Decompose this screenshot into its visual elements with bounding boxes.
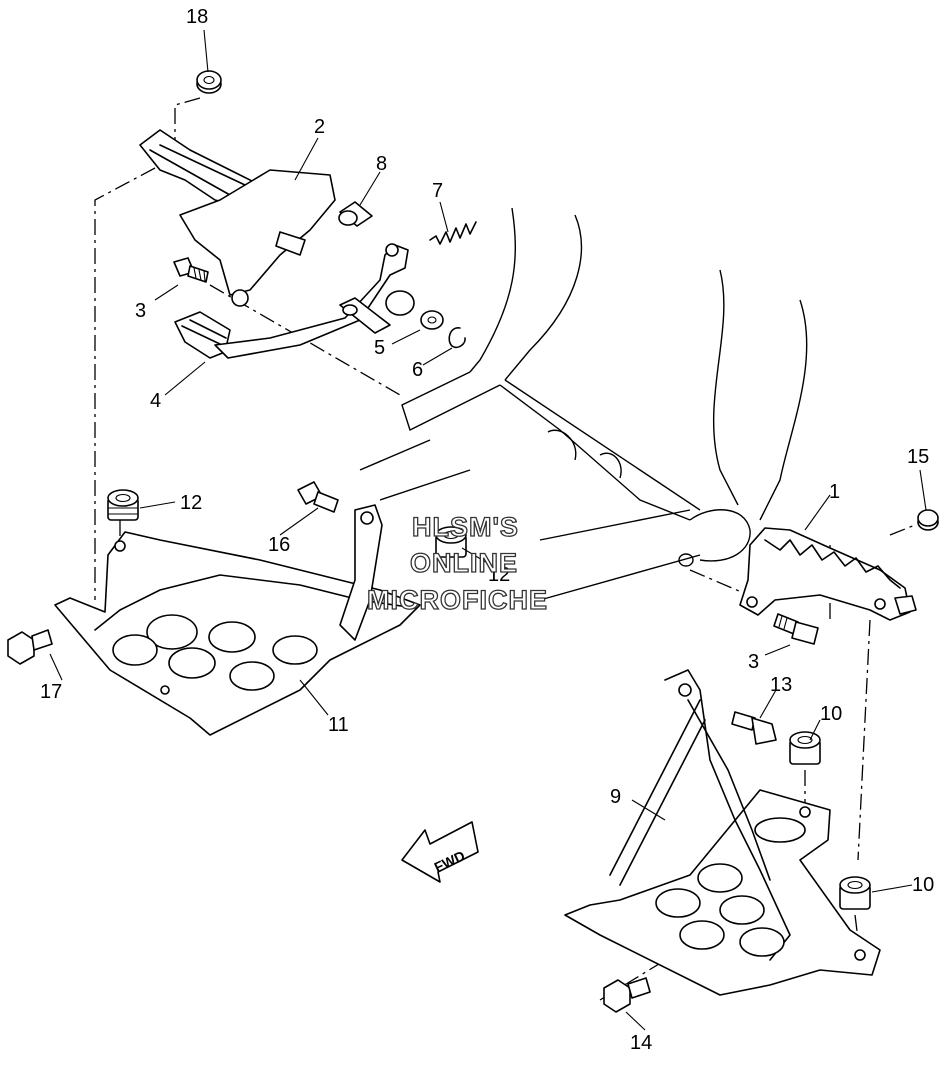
part-7-spring — [429, 221, 477, 245]
part-2-footrest-bracket — [139, 129, 336, 307]
callout-2: 2 — [314, 116, 325, 138]
part-15-nut — [917, 509, 939, 531]
part-12-damper-center — [435, 526, 467, 558]
callout-14: 14 — [630, 1032, 652, 1054]
callout-3-right: 3 — [748, 651, 759, 673]
motorcycle-frame — [359, 207, 808, 601]
part-10-damper-upper — [789, 731, 821, 765]
callout-7: 7 — [432, 180, 443, 202]
callout-12-left: 12 — [180, 492, 202, 514]
callout-4: 4 — [150, 390, 161, 412]
part-18-nut — [196, 70, 222, 94]
callout-15: 15 — [907, 446, 929, 468]
callout-13: 13 — [770, 674, 792, 696]
part-8-collar — [338, 201, 373, 227]
part-12-damper-left — [107, 489, 139, 521]
part-3-bolt-left — [173, 257, 209, 283]
callout-10-upper: 10 — [820, 703, 842, 725]
callout-leader-lines — [49, 29, 927, 1031]
part-13-bolt — [731, 711, 777, 745]
callout-11: 11 — [328, 714, 349, 736]
callout-numbers: 18 2 8 7 3 4 5 6 1 15 3 12 12 16 17 11 1… — [40, 6, 934, 1054]
part-1-footrest-right — [739, 527, 917, 621]
callout-1: 1 — [829, 481, 840, 503]
part-5-washer — [420, 310, 444, 330]
callout-12-center: 12 — [488, 564, 510, 586]
part-4-brake-pedal — [174, 243, 415, 359]
watermark-line-3: MICROFICHE — [367, 585, 548, 615]
part-3-bolt-right — [773, 613, 819, 645]
callout-16: 16 — [268, 534, 290, 556]
callout-10-lower: 10 — [912, 874, 934, 896]
watermark: HLSM'S ONLINE MICROFICHE — [366, 511, 548, 615]
callout-6: 6 — [412, 359, 423, 381]
callout-18: 18 — [186, 6, 208, 28]
callout-3-left: 3 — [135, 300, 146, 322]
callout-9: 9 — [610, 786, 621, 808]
part-9-guard-plate-right — [564, 669, 881, 996]
part-14-bolt — [603, 977, 651, 1013]
part-6-circlip — [448, 327, 466, 349]
part-10-damper-lower — [839, 876, 871, 910]
part-16-bolt — [297, 481, 339, 513]
watermark-line-2: ONLINE — [410, 548, 518, 578]
part-11-guard-plate-left — [54, 504, 421, 736]
watermark-line-1: HLSM'S — [412, 512, 519, 542]
forward-arrow-icon: FWD — [401, 821, 479, 883]
callout-5: 5 — [374, 337, 385, 359]
callout-17: 17 — [40, 681, 62, 703]
callout-8: 8 — [376, 153, 387, 175]
part-17-bolt — [7, 629, 53, 665]
